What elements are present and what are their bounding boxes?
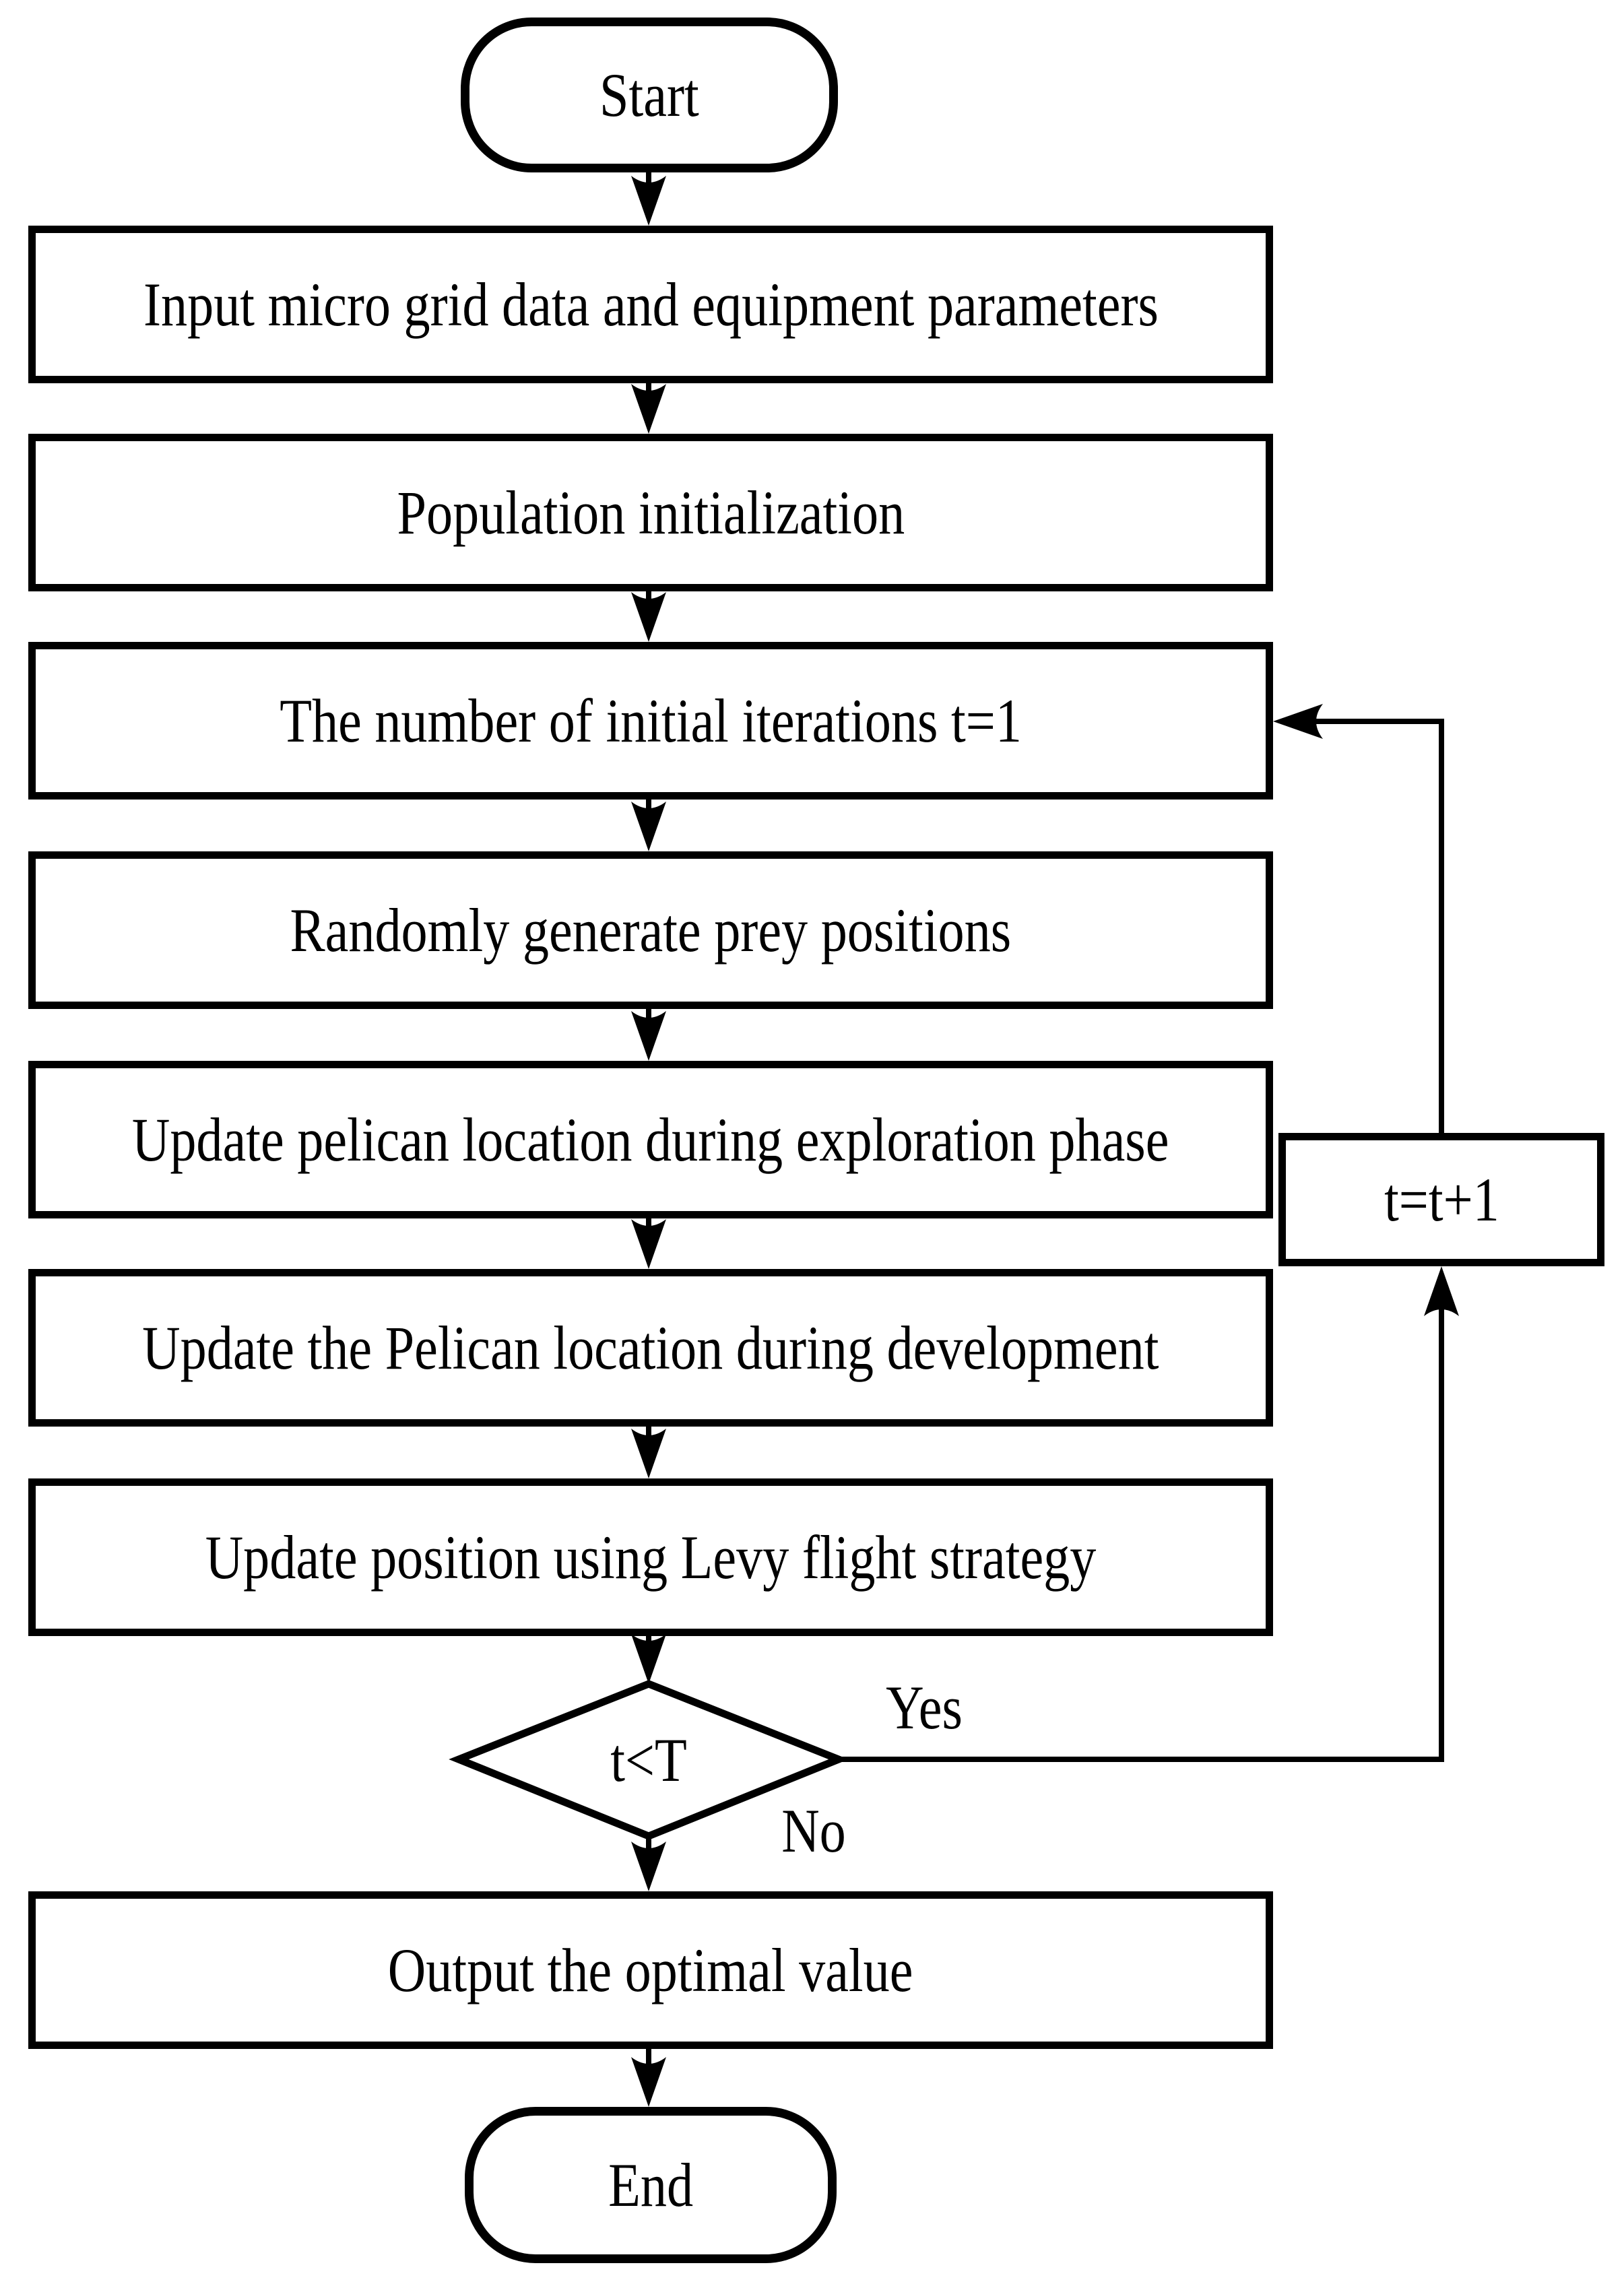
process-levy-flight-update: Update position using Levy flight strate… <box>28 1478 1273 1636</box>
arrowhead-into-prey <box>631 802 666 851</box>
process-population-initialization-label: Population initialization <box>397 478 905 547</box>
process-increment-iteration-label: t=t+1 <box>1384 1165 1499 1234</box>
process-input-data-label: Input micro grid data and equipment para… <box>143 270 1159 339</box>
decision-diamond <box>449 1680 849 1840</box>
process-update-development-phase-label: Update the Pelican location during devel… <box>142 1313 1159 1382</box>
no-branch-label: No <box>776 1800 851 1862</box>
process-update-exploration-phase-label: Update pelican location during explorati… <box>132 1105 1169 1174</box>
process-generate-prey-positions: Randomly generate prey positions <box>28 851 1273 1009</box>
edge-increment-iterations <box>1307 719 1444 1133</box>
yes-branch-label: Yes <box>879 1676 969 1738</box>
arrowhead-into-increment <box>1424 1266 1459 1316</box>
arrowhead-into-development <box>631 1219 666 1269</box>
arrowhead-into-levy <box>631 1429 666 1478</box>
arrowhead-into-decision <box>631 1634 666 1684</box>
process-update-exploration-phase: Update pelican location during explorati… <box>28 1061 1273 1218</box>
decision-condition-label: t<T <box>604 1729 694 1791</box>
process-output-optimal-value-label: Output the optimal value <box>388 1936 913 2004</box>
arrowhead-into-population <box>631 384 666 434</box>
process-input-data: Input micro grid data and equipment para… <box>28 226 1273 383</box>
arrowhead-into-output <box>631 1841 666 1891</box>
start-terminator: Start <box>461 18 838 172</box>
no-branch-text: No <box>781 1796 846 1865</box>
yes-branch-text: Yes <box>886 1673 963 1742</box>
process-population-initialization: Population initialization <box>28 434 1273 591</box>
arrowhead-into-iterations-feedback <box>1273 704 1323 739</box>
arrowhead-into-exploration <box>631 1011 666 1061</box>
end-label: End <box>608 2151 693 2219</box>
process-update-development-phase: Update the Pelican location during devel… <box>28 1269 1273 1427</box>
process-initial-iterations-label: The number of initial iterations t=1 <box>280 686 1022 755</box>
process-increment-iteration: t=t+1 <box>1278 1133 1604 1266</box>
decision-condition-text: t<T <box>610 1726 687 1794</box>
arrowhead-into-iterations <box>631 592 666 642</box>
start-label: Start <box>599 61 699 129</box>
process-initial-iterations: The number of initial iterations t=1 <box>28 642 1273 800</box>
end-terminator: End <box>465 2107 837 2263</box>
process-output-optimal-value: Output the optimal value <box>28 1891 1273 2049</box>
edge-decision-increment <box>839 1303 1444 1762</box>
arrowhead-into-input <box>631 176 666 226</box>
process-levy-flight-update-label: Update position using Levy flight strate… <box>205 1523 1097 1592</box>
arrowheads <box>631 176 1459 2107</box>
process-generate-prey-positions-label: Randomly generate prey positions <box>290 896 1012 965</box>
arrowhead-into-end <box>631 2057 666 2107</box>
